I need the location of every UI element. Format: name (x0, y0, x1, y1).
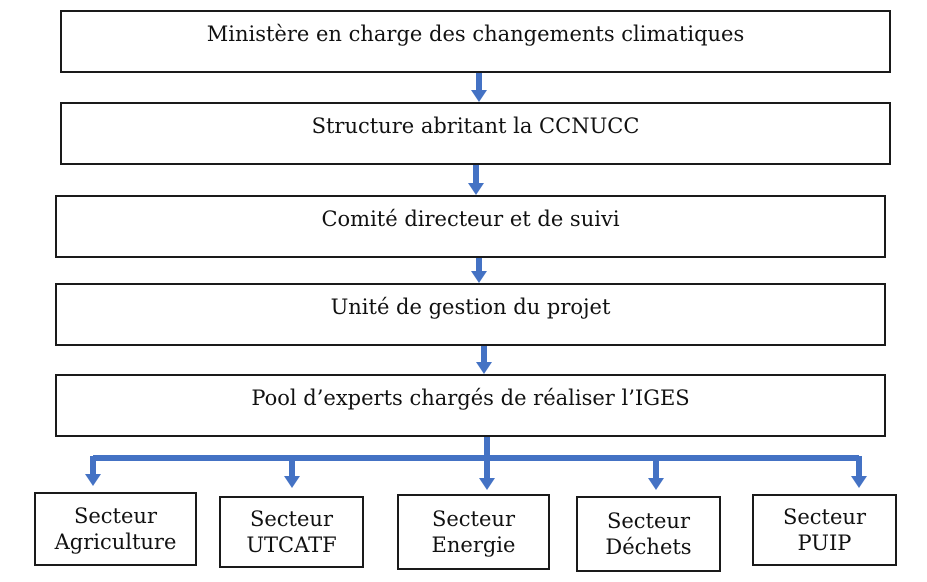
box-secteur-energie: Secteur Energie (397, 494, 550, 570)
box-pool-experts-label: Pool d’experts chargés de réaliser l’IGE… (251, 386, 690, 410)
box-comite-directeur-label: Comité directeur et de suivi (321, 207, 620, 231)
secteur-agriculture-line1: Secteur (73, 503, 157, 528)
box-comite-directeur: Comité directeur et de suivi (55, 195, 886, 258)
secteur-agriculture-line2: Agriculture (54, 530, 177, 554)
arrow-group (85, 73, 867, 490)
box-secteur-agriculture: Secteur Agriculture (34, 492, 197, 566)
box-secteur-puip: Secteur PUIP (752, 494, 897, 566)
box-secteur-dechets: Secteur Déchets (576, 496, 721, 572)
secteur-puip-line2: PUIP (797, 531, 852, 555)
arrow-to-utcatf-head (284, 476, 300, 488)
box-pool-experts: Pool d’experts chargés de réaliser l’IGE… (55, 374, 886, 437)
secteur-dechets-line1: Secteur (606, 508, 690, 533)
secteur-energie-line1: Secteur (431, 506, 515, 531)
box-secteur-utcatf: Secteur UTCATF (219, 496, 364, 568)
secteur-dechets-line2: Déchets (605, 535, 692, 559)
arrow-ministere-structure-head (471, 90, 487, 102)
box-structure-ccnucc: Structure abritant la CCNUCC (60, 102, 891, 165)
arrow-to-energie-head (479, 478, 495, 490)
arrow-structure-comite-head (468, 183, 484, 195)
arrow-to-dechets-head (648, 478, 664, 490)
arrow-to-agriculture-head (85, 474, 101, 486)
box-ministere: Ministère en charge des changements clim… (60, 10, 891, 73)
box-ministere-label: Ministère en charge des changements clim… (206, 22, 745, 46)
box-structure-ccnucc-label: Structure abritant la CCNUCC (311, 114, 640, 138)
box-unite-gestion-label: Unité de gestion du projet (330, 295, 611, 319)
secteur-utcatf-line2: UTCATF (246, 533, 337, 557)
secteur-puip-line1: Secteur (782, 504, 866, 529)
arrow-unite-pool-head (476, 362, 492, 374)
secteur-energie-line2: Energie (431, 533, 516, 557)
box-unite-gestion: Unité de gestion du projet (55, 283, 886, 346)
arrow-comite-unite-head (471, 271, 487, 283)
arrow-to-puip-head (851, 476, 867, 488)
secteur-utcatf-line1: Secteur (249, 506, 333, 531)
